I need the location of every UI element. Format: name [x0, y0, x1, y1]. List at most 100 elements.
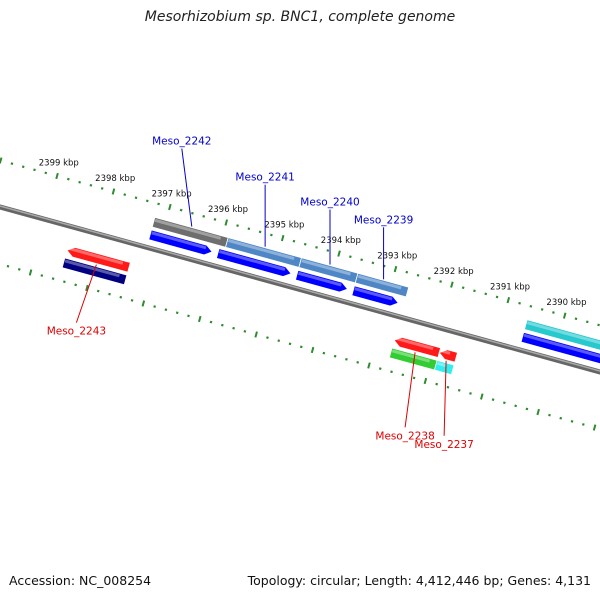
- gene-label: Meso_2241: [235, 172, 294, 184]
- minor-tick: [270, 233, 273, 237]
- gene-leader-line: [181, 148, 193, 227]
- gene-label: Meso_2238: [375, 430, 434, 442]
- gene-label: Meso_2239: [354, 214, 413, 226]
- tick-label: 2390 kbp: [546, 298, 586, 308]
- gene-label: Meso_2237: [414, 439, 473, 451]
- tick-label: 2392 kbp: [434, 267, 474, 277]
- major-tick: [506, 296, 511, 304]
- minor-tick: [66, 177, 70, 181]
- minor-tick: [123, 193, 127, 196]
- minor-tick: [187, 314, 190, 318]
- minor-tick: [303, 242, 307, 246]
- minor-tick: [191, 211, 194, 215]
- cds-block-reverse: [433, 359, 455, 376]
- major-tick: [480, 393, 484, 400]
- minor-tick: [548, 413, 551, 417]
- major-tick: [367, 362, 371, 369]
- minor-tick: [540, 308, 544, 311]
- cds-arrow-forward: [148, 229, 213, 256]
- minor-tick: [213, 218, 217, 221]
- minor-tick: [33, 168, 36, 172]
- minor-tick: [570, 420, 574, 423]
- major-tick: [450, 281, 454, 288]
- gene-leader-line: [443, 360, 447, 436]
- gene-leader-line: [404, 352, 416, 428]
- major-tick: [111, 188, 116, 195]
- minor-tick: [333, 354, 337, 358]
- gene-block-forward: [524, 319, 600, 357]
- minor-tick: [10, 162, 14, 165]
- minor-tick: [525, 407, 529, 411]
- minor-tick: [401, 373, 405, 377]
- minor-tick: [529, 304, 533, 308]
- minor-tick: [74, 283, 78, 287]
- minor-tick: [349, 255, 352, 259]
- tick-label: 2393 kbp: [377, 252, 417, 262]
- minor-tick: [345, 357, 348, 361]
- minor-tick: [220, 323, 224, 327]
- minor-tick: [390, 370, 393, 374]
- cds-arrow-forward: [215, 248, 292, 277]
- minor-tick: [44, 171, 48, 175]
- minor-tick: [288, 342, 292, 346]
- minor-tick: [157, 202, 160, 206]
- minor-tick: [266, 336, 269, 339]
- minor-tick: [435, 382, 439, 386]
- major-tick: [393, 265, 398, 273]
- minor-tick: [360, 258, 364, 262]
- minor-tick: [416, 273, 420, 277]
- gene-layer: [61, 216, 600, 376]
- accession-text: Accession: NC_008254: [9, 573, 152, 588]
- minor-tick: [378, 367, 382, 370]
- major-tick: [197, 315, 202, 323]
- minor-tick: [356, 361, 360, 364]
- tick-label: 2398 kbp: [95, 174, 135, 184]
- minor-tick: [40, 274, 44, 277]
- minor-tick: [232, 326, 235, 330]
- minor-tick: [175, 311, 179, 315]
- gene-label: Meso_2242: [152, 136, 211, 148]
- tick-label: 2397 kbp: [152, 190, 192, 200]
- minor-tick: [134, 196, 138, 200]
- topology-text: Topology: circular; Length: 4,412,446 bp…: [247, 573, 591, 588]
- tick-label: 2399 kbp: [39, 159, 79, 169]
- minor-tick: [446, 385, 450, 389]
- minor-tick: [145, 199, 149, 203]
- minor-tick: [96, 289, 100, 293]
- major-tick: [254, 331, 258, 338]
- minor-tick: [6, 264, 10, 268]
- minor-tick: [597, 323, 600, 327]
- minor-tick: [78, 180, 81, 184]
- major-tick: [28, 269, 33, 276]
- minor-tick: [179, 208, 183, 212]
- minor-tick: [552, 311, 555, 314]
- minor-tick: [299, 345, 303, 349]
- minor-tick: [559, 416, 563, 420]
- minor-tick: [277, 339, 281, 343]
- minor-tick: [322, 351, 326, 355]
- tick-label: 2394 kbp: [321, 236, 361, 246]
- minor-tick: [236, 224, 239, 228]
- major-tick: [310, 346, 315, 354]
- major-tick: [224, 219, 229, 226]
- gene-label: Meso_2240: [300, 197, 359, 209]
- major-tick: [280, 234, 285, 242]
- minor-tick: [130, 299, 134, 302]
- minor-tick: [371, 261, 375, 265]
- major-tick: [562, 312, 567, 319]
- backbone-highlight: [0, 205, 600, 372]
- major-tick: [337, 250, 341, 257]
- tick-label: 2395 kbp: [264, 221, 304, 231]
- minor-tick: [574, 317, 578, 321]
- major-tick: [0, 157, 3, 164]
- minor-tick: [315, 246, 318, 249]
- minor-tick: [17, 267, 21, 271]
- tick-label: 2396 kbp: [208, 205, 248, 215]
- gene-label: Meso_2243: [47, 326, 106, 338]
- minor-tick: [461, 286, 465, 290]
- minor-tick: [292, 239, 296, 243]
- tick-label: 2391 kbp: [490, 283, 530, 293]
- minor-tick: [427, 277, 431, 280]
- minor-tick: [247, 227, 251, 231]
